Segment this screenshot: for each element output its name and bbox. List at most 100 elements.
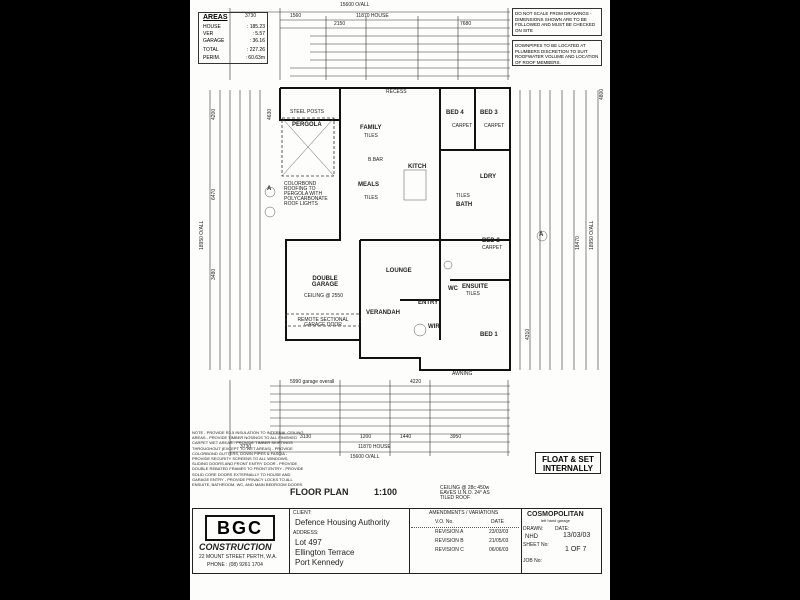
bed4-floor: CARPET: [452, 123, 473, 129]
company-name: CONSTRUCTION: [199, 542, 272, 552]
floor-plan-title: FLOOR PLAN: [290, 487, 349, 497]
areas-row-label: TOTAL: [203, 47, 219, 53]
room-bed2: BED 2: [482, 238, 500, 244]
areas-row-label: HOUSE: [203, 24, 221, 30]
areas-row: GARAGE : 36.16: [203, 38, 265, 44]
dim-4310: 4310: [525, 328, 531, 340]
dim-3950: 3950: [450, 434, 462, 440]
client-name: Defence Housing Authority: [295, 518, 390, 527]
ceiling-eaves-note: CEILING @ 28c 450w EAVES U.N.O. 24° AS T…: [440, 485, 490, 501]
breakfast-bar-label: B.BAR: [368, 157, 384, 163]
areas-row-label: GARAGE: [203, 38, 225, 44]
revision-date: 06/06/03: [489, 547, 509, 553]
garage-ceiling-height: CEILING @ 2550: [304, 293, 343, 299]
room-double-garage: DOUBLE GARAGE: [311, 276, 339, 288]
room-meals: MEALS: [358, 182, 379, 188]
recess-label: RECESS: [386, 89, 407, 95]
ensuite-finish: TILES: [466, 291, 480, 297]
company-logo: BGC: [205, 515, 275, 541]
dim-6470: 6470: [211, 188, 217, 200]
dim-3730-bottom: 3730: [240, 444, 252, 450]
garage-door-note: REMOTE SECTIONAL GARAGE DOOR: [297, 317, 349, 328]
drawn-by: NHD: [525, 534, 538, 540]
downpipe-note: DOWNPIPES TO BE LOCATED AT PLUMBERS DISC…: [512, 40, 602, 66]
drawing-sheet: AREAS HOUSE : 185.23 VER: 5.57 GARAGE : 36…: [190, 0, 610, 600]
colorbond-roofing-note: COLORBOND ROOFING TO PERGOLA WITH POLYCA…: [284, 181, 328, 207]
dim-4630: 4630: [267, 108, 273, 120]
room-pergola: PERGOLA: [292, 122, 322, 128]
room-kitchen: KITCH: [408, 164, 427, 170]
divider: [411, 527, 519, 528]
floor-plan-drawing: [209, 8, 599, 456]
drawn-label: DRAWN:: [523, 526, 544, 532]
areas-row-value: : 60.63m: [245, 55, 265, 61]
pergola-posts-note: STEEL POSTS: [290, 109, 324, 115]
company-phone: PHONE : (08) 9261 1704: [207, 562, 263, 568]
room-family: FAMILY: [360, 125, 382, 131]
drawing-date: 13/03/03: [563, 532, 591, 539]
areas-row: TOTAL : 227.26: [203, 47, 265, 53]
bed3-floor: CARPET: [484, 123, 505, 129]
dim-overall-top: 15600 O/ALL: [340, 2, 370, 8]
room-verandah: VERANDAH: [366, 310, 401, 316]
dim-3480: 3480: [211, 268, 217, 280]
drawing-scale: 1:100: [374, 487, 398, 497]
areas-row-value: : 36.16: [249, 38, 265, 44]
room-meals-finish: TILES: [364, 195, 378, 201]
dim-overall-bottom: 15600 O/ALL: [350, 454, 380, 460]
construction-notes: NOTE - PROVIDE R3.5 INSULATION TO INTERN…: [192, 430, 304, 487]
areas-row-value: : 227.26: [246, 47, 265, 53]
dim-right-overall: 18950 O/ALL: [589, 220, 595, 250]
dim-1560: 1560: [290, 13, 302, 19]
areas-title: AREAS: [203, 14, 228, 21]
company-cell: BGC CONSTRUCTION 22 MOUNT STREET PERTH, …: [193, 509, 290, 573]
company-address: 22 MOUNT STREET PERTH, W.A.: [199, 554, 277, 560]
revision-date: 21/05/03: [489, 538, 509, 544]
sheet-label: SHEET No:: [523, 542, 549, 548]
dim-garage-overall: 5990 garage overall: [290, 379, 335, 385]
amend-date-label: DATE: [491, 519, 504, 525]
areas-row-label: VER: [203, 31, 214, 37]
drawing-info-cell: COSMOPOLITAN left hand garage DRAWN: NHD…: [521, 509, 601, 573]
address-label: ADDRESS:: [293, 530, 319, 536]
job-label: JOB No:: [523, 558, 542, 564]
room-bed4: BED 4: [446, 110, 464, 116]
areas-row: VER: 5.57: [203, 31, 265, 37]
areas-row-label: PERIM.: [203, 55, 221, 61]
room-bed3: BED 3: [480, 110, 498, 116]
revision-label: REVISION B: [435, 538, 464, 544]
client-label: CLIENT:: [293, 510, 312, 516]
bath-finish: TILES: [456, 193, 470, 199]
dim-7680: 7680: [460, 21, 472, 27]
dim-4220: 4220: [410, 379, 422, 385]
revision-label: REVISION A: [435, 529, 464, 535]
room-wc: WC: [448, 286, 458, 292]
room-bath: BATH: [456, 202, 473, 208]
title-block: BGC CONSTRUCTION 22 MOUNT STREET PERTH, …: [192, 508, 602, 574]
dim-1440: 1440: [400, 434, 412, 440]
revision-date: 23/03/03: [489, 529, 509, 535]
awning-label: AWNING: [452, 371, 473, 377]
dim-2150: 2150: [334, 21, 346, 27]
bed2-floor: CARPET: [482, 245, 503, 251]
scale-warning-note: DO NOT SCALE FROM DRAWINGS - DIMENSIONS …: [512, 8, 602, 36]
areas-table: AREAS HOUSE : 185.23 VER: 5.57 GARAGE : 36…: [198, 12, 268, 64]
room-ensuite: ENSUITE: [462, 284, 489, 290]
section-marker-a-right: A: [539, 232, 544, 238]
lot-number: Lot 497: [295, 538, 322, 547]
areas-row-value: : 185.23: [246, 24, 265, 30]
room-family-finish: TILES: [364, 133, 378, 139]
room-wir: WIR: [428, 324, 440, 330]
room-lounge: LOUNGE: [386, 268, 412, 274]
section-marker-a-left: A: [267, 186, 272, 192]
float-set-note: FLOAT & SET INTERNALLY: [535, 452, 601, 474]
room-laundry: LDRY: [480, 174, 497, 180]
street-name: Ellington Terrace: [295, 548, 355, 557]
room-entry: ENTRY: [418, 300, 439, 306]
model-variant: left hand garage: [541, 518, 570, 523]
dim-18470: 18470: [575, 236, 581, 250]
areas-row: HOUSE : 185.23: [203, 24, 265, 30]
dim-3730-top: 3730: [245, 13, 257, 19]
amendments-cell: AMENDMENTS / VARIATIONS V.O. No. DATE RE…: [409, 509, 522, 573]
vo-number-label: V.O. No.: [435, 519, 454, 525]
